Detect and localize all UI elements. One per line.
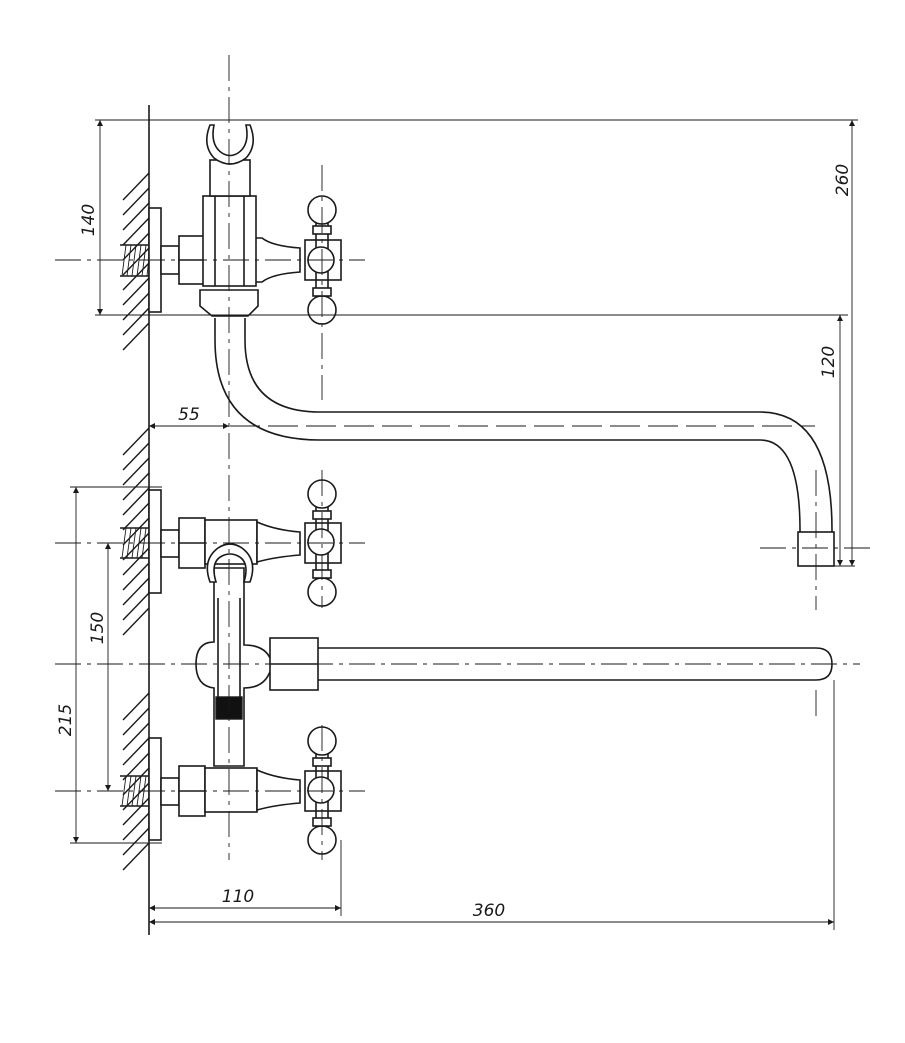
dimensions: 260 140 120 55 150 215 110 360	[56, 119, 858, 930]
top-shower-holder	[206, 124, 254, 165]
dim-360-label: 360	[473, 901, 505, 921]
middle-thread	[120, 527, 149, 559]
wall-hatching	[122, 172, 150, 871]
diverter-body	[195, 543, 833, 767]
dim-55-label: 55	[178, 405, 200, 425]
bottom-valve	[120, 726, 342, 855]
dim-110-label: 110	[222, 887, 254, 907]
wall	[122, 105, 150, 935]
bottom-thread	[120, 775, 149, 807]
dim-215-label: 215	[56, 704, 76, 736]
upper-spout	[214, 318, 835, 567]
top-thread	[120, 244, 150, 277]
middle-shower-holder	[206, 543, 254, 583]
dim-120-label: 120	[819, 346, 839, 378]
center-lines	[55, 55, 872, 860]
dim-150-label: 150	[88, 612, 108, 644]
dim-260-label: 260	[833, 164, 853, 196]
bottom-valve-handle	[304, 726, 342, 855]
top-mixer	[120, 124, 342, 325]
dim-140-label: 140	[79, 204, 99, 236]
top-body	[202, 195, 257, 287]
